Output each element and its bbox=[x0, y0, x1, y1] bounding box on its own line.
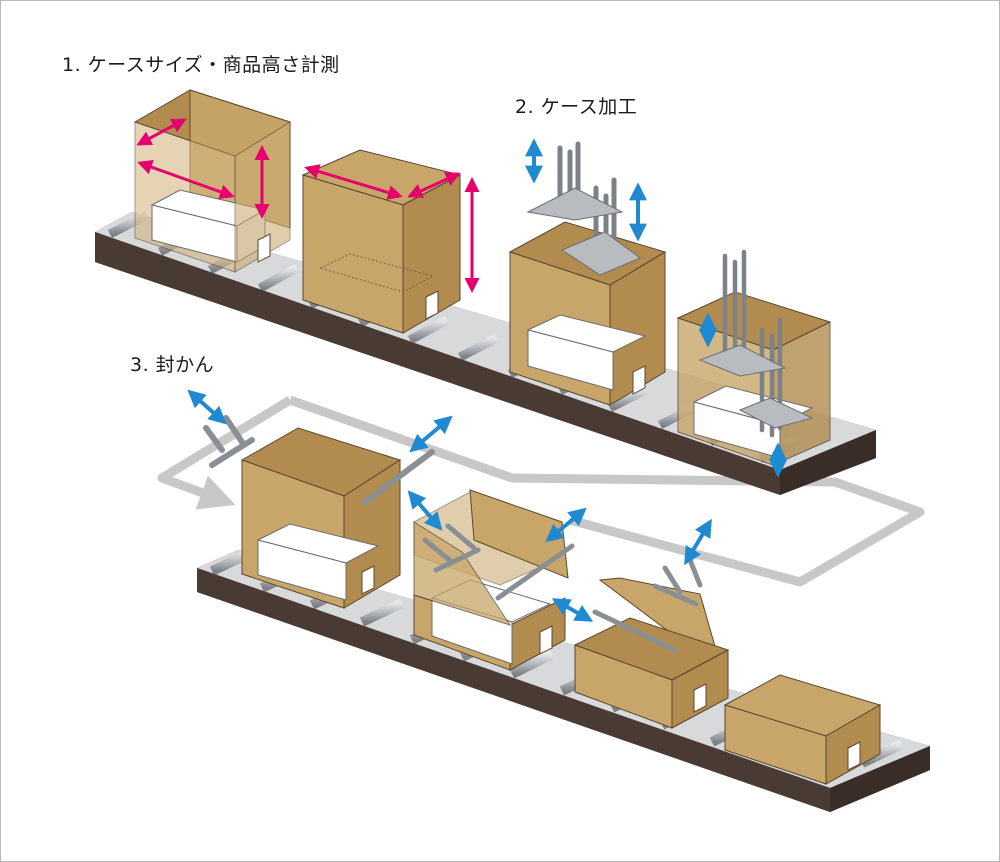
step-3-label: 3. 封かん bbox=[130, 354, 215, 376]
case-box-sealed bbox=[723, 674, 882, 785]
motion-arrow-icon bbox=[187, 389, 453, 453]
motion-arrow-icon bbox=[407, 490, 594, 622]
cutting-tool-lower bbox=[698, 249, 814, 438]
case-box-seal-3 bbox=[573, 577, 730, 729]
measure-arrow-icon bbox=[136, 118, 270, 219]
measure-arrow-icon bbox=[304, 164, 480, 293]
cutting-tool-upper bbox=[526, 141, 641, 276]
motion-arrow-icon bbox=[684, 518, 712, 566]
step-1-label: 1. ケースサイズ・商品高さ計測 bbox=[62, 54, 340, 76]
folding-arm-1 bbox=[203, 415, 435, 505]
step-2-label: 2. ケース加工 bbox=[515, 96, 638, 118]
case-box-measure-closed bbox=[301, 149, 462, 334]
case-box-seal-2 bbox=[413, 489, 569, 671]
case-box-seal-1 bbox=[240, 427, 402, 609]
case-box-process-2 bbox=[676, 291, 832, 466]
motion-arrow-icon bbox=[525, 138, 647, 242]
folding-arm-2 bbox=[422, 523, 575, 601]
flow-arrow-icon bbox=[157, 395, 925, 587]
case-box-measure-open bbox=[133, 89, 292, 273]
motion-arrow-icon bbox=[699, 312, 787, 478]
